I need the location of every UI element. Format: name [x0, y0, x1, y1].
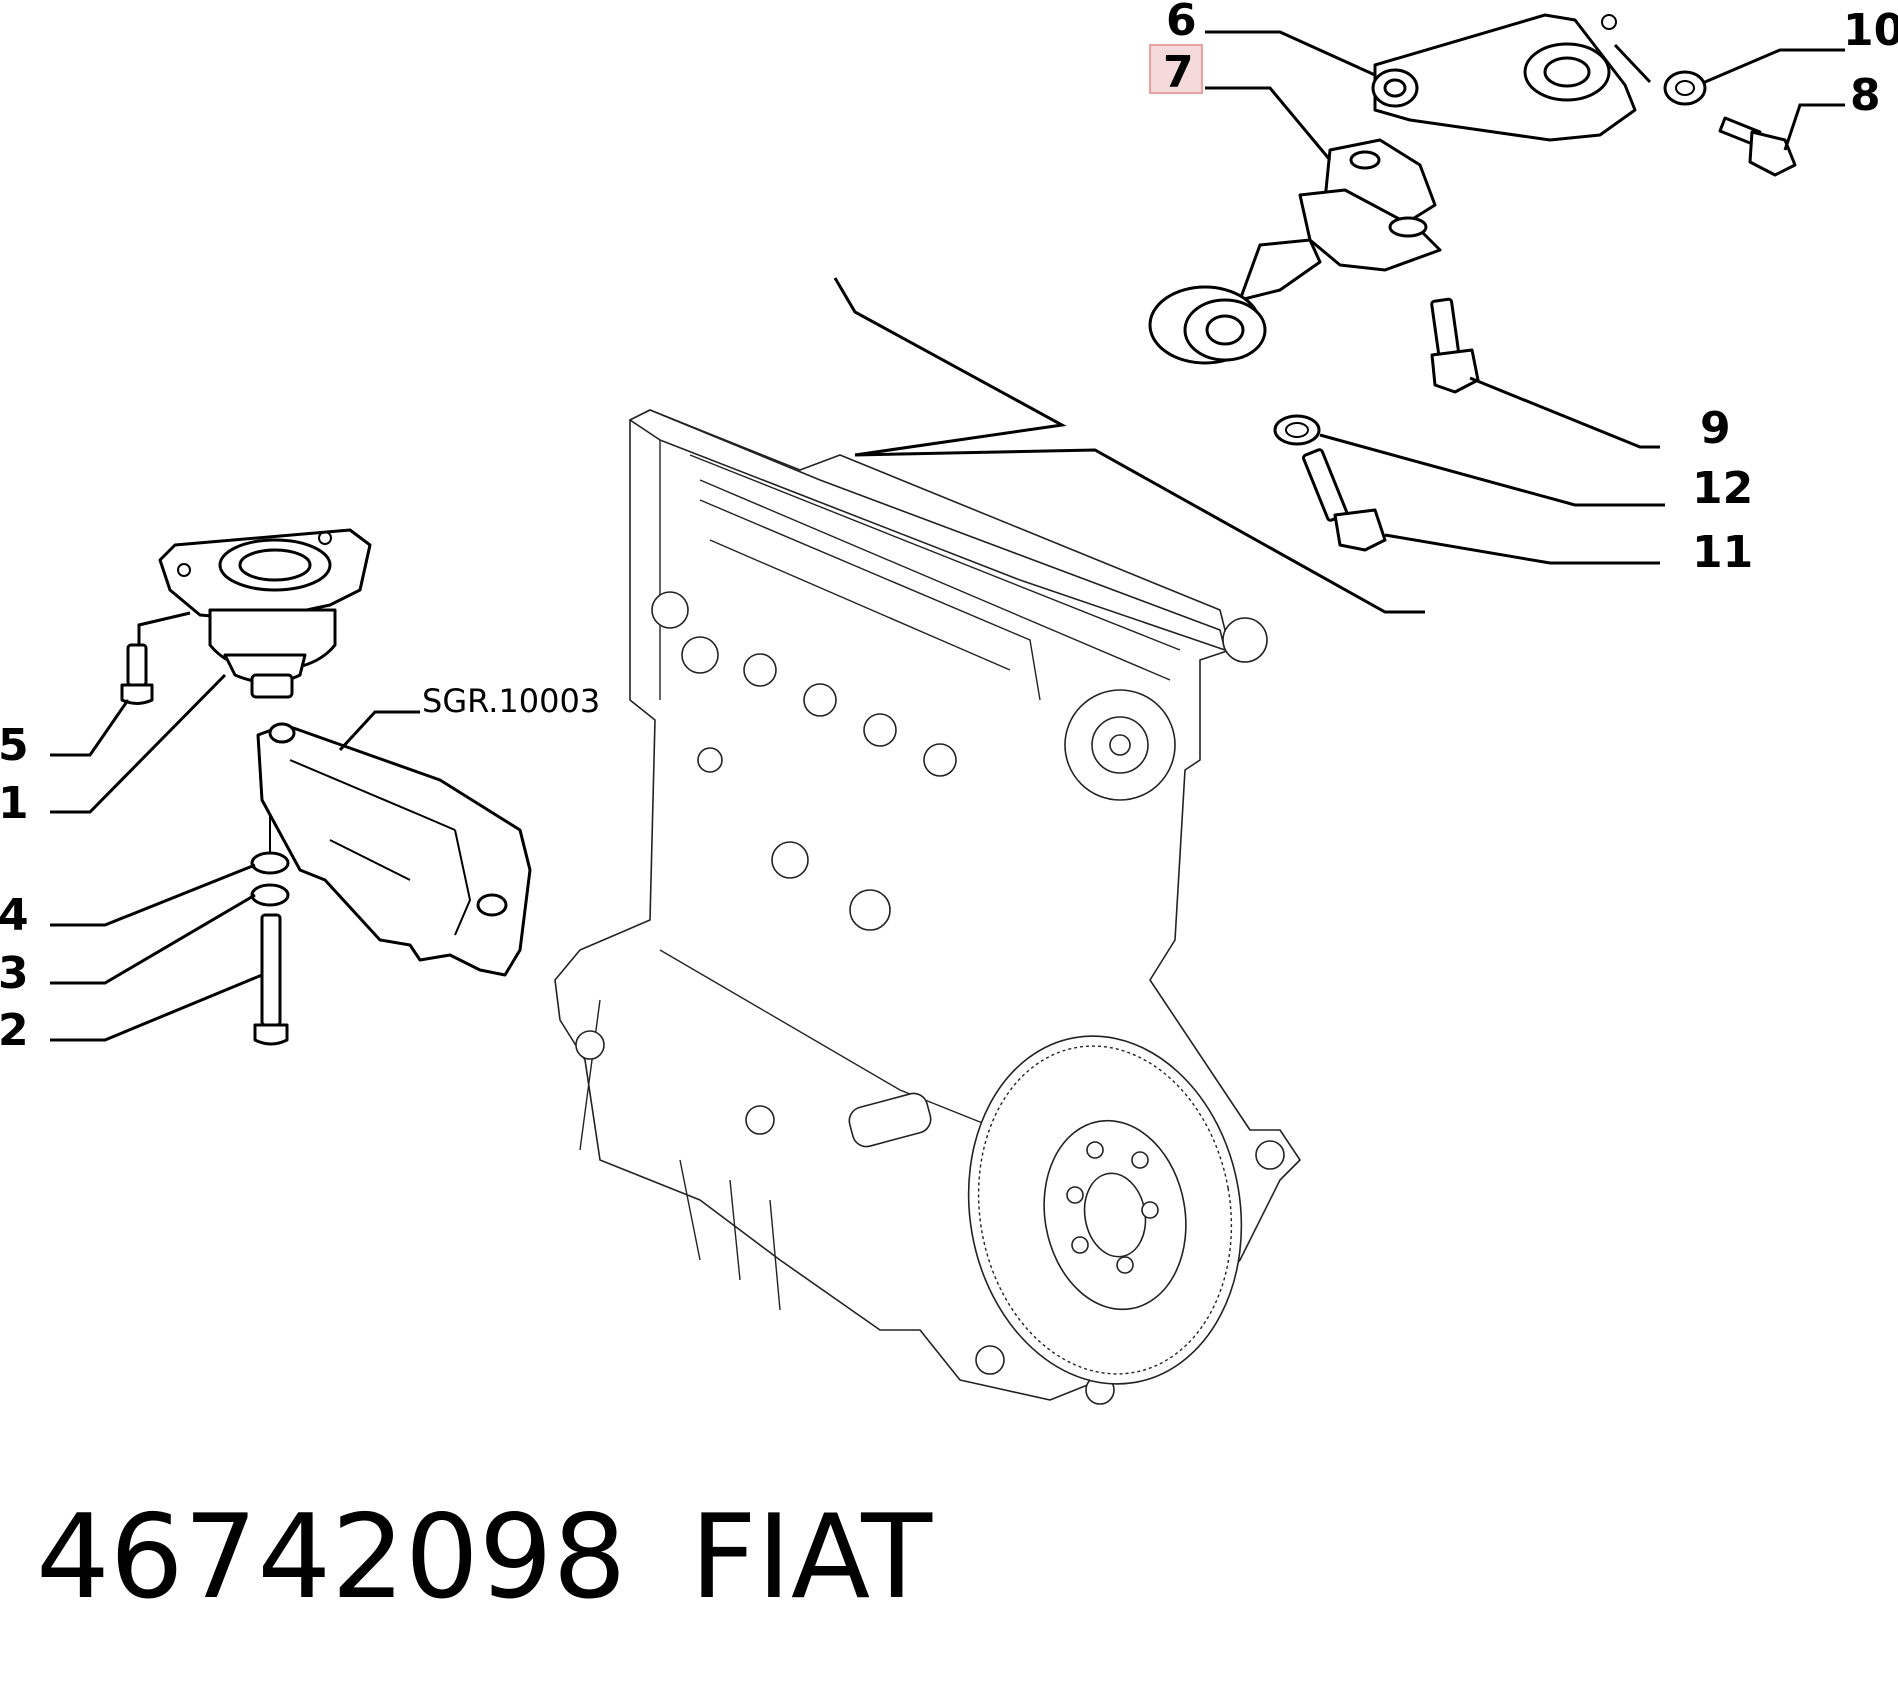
leader-8	[1783, 103, 1845, 151]
engine-leader-line	[833, 277, 1067, 457]
reference-label-sgr: SGR.10003	[422, 682, 600, 720]
callout-7: 7	[1163, 47, 1194, 98]
bolt-11	[1302, 448, 1387, 552]
callout-6: 6	[1166, 0, 1197, 46]
callout-5: 5	[0, 720, 29, 771]
callout-3: 3	[0, 948, 29, 999]
bolt-2	[253, 913, 289, 1046]
leader-4	[50, 863, 256, 927]
bolt-8	[1718, 116, 1797, 177]
engine-block-illustration	[554, 409, 1301, 1405]
leader-7	[1205, 86, 1332, 161]
leader-2	[50, 973, 263, 1042]
callout-11: 11	[1692, 527, 1753, 578]
engine-mount-cushion	[158, 528, 372, 699]
callout-12: 12	[1692, 463, 1753, 514]
callout-10: 10	[1843, 5, 1898, 56]
washer-4	[250, 851, 290, 875]
leader-9	[1469, 376, 1660, 449]
leader-1	[50, 673, 227, 814]
leader-12	[1319, 433, 1665, 507]
leader-5	[50, 699, 130, 757]
callout-2: 2	[0, 1005, 29, 1056]
callout-4: 4	[0, 890, 29, 941]
callout-1: 1	[0, 778, 29, 829]
engine-leader-line-2	[854, 448, 1425, 614]
washer-12	[1273, 414, 1321, 446]
washer-12-hole	[1285, 422, 1309, 438]
leader-10b	[1613, 43, 1652, 84]
flywheel	[967, 1035, 1243, 1385]
upper-bracket-6	[1371, 13, 1637, 142]
torque-rod-7	[1148, 138, 1442, 365]
leader-sgr	[338, 710, 420, 752]
leader-1-top	[137, 611, 191, 645]
leader-10	[1704, 48, 1845, 84]
callout-9: 9	[1700, 403, 1731, 454]
washer-3	[250, 883, 290, 907]
highlight-box-7	[1149, 44, 1203, 94]
bolt-5	[120, 643, 154, 705]
leader-11	[1384, 533, 1660, 565]
part-number: 46742098	[36, 1490, 626, 1625]
bolt-9	[1430, 297, 1480, 394]
washer-10	[1663, 70, 1707, 106]
brand-name: FIAT	[690, 1490, 933, 1625]
mounting-bracket	[256, 722, 532, 977]
callout-8: 8	[1850, 70, 1881, 121]
leader-3	[50, 893, 256, 985]
washer-10-hole	[1675, 80, 1695, 96]
leader-6	[1205, 30, 1376, 77]
